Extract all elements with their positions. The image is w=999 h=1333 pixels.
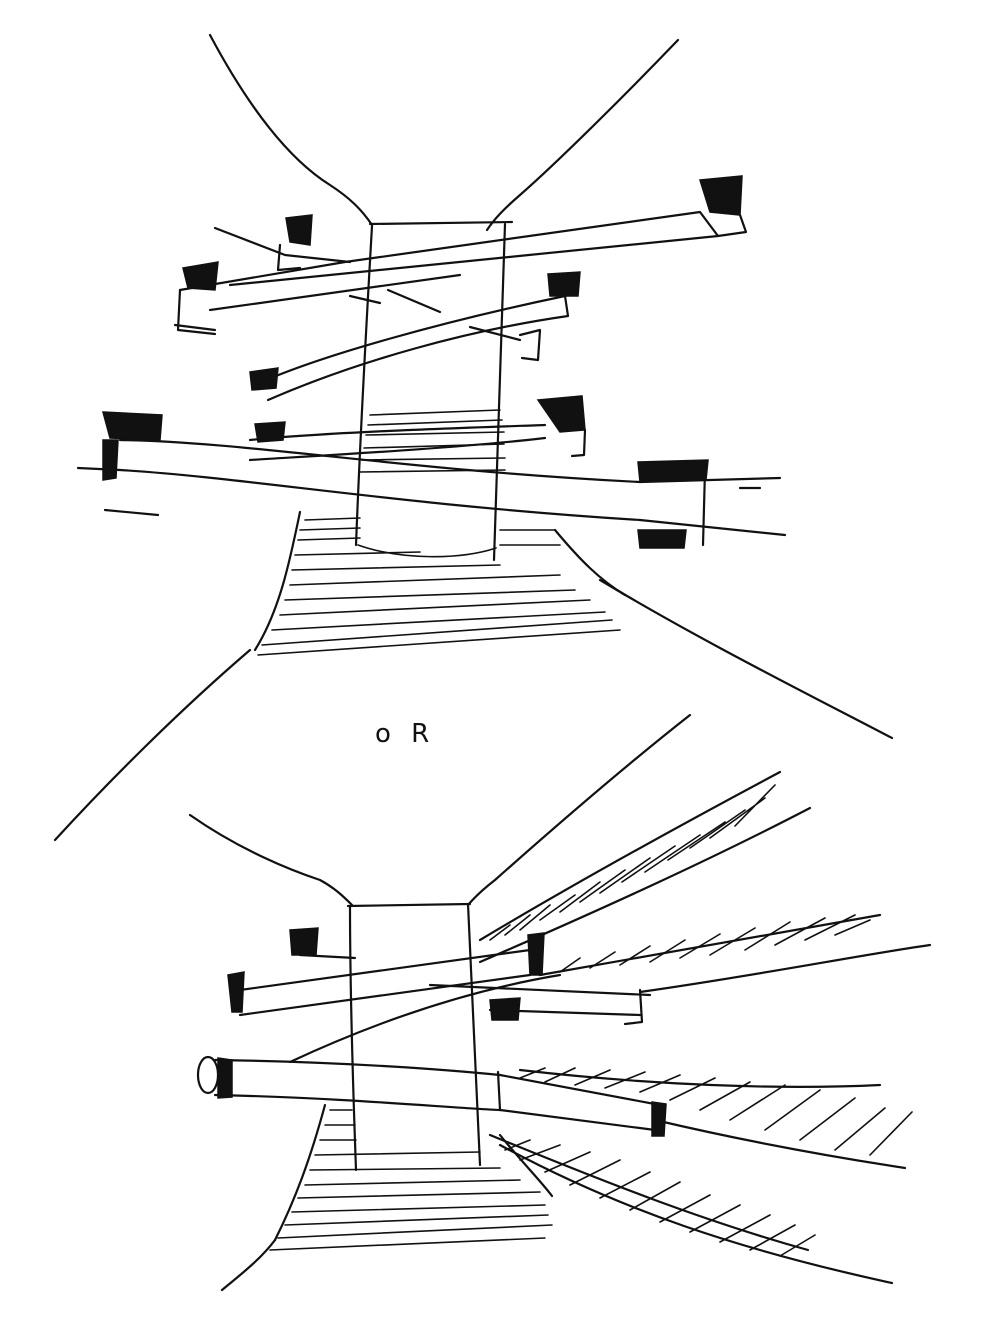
bottom-sketch [188,713,932,1292]
bottom-column-top [346,902,472,908]
top-column-base-arc [357,544,497,558]
top-upper-left-curve [208,33,374,227]
top-hatched-floor [253,409,627,656]
or-separator-text: o R [375,719,435,749]
bottom-upper-left-curve [188,813,354,907]
top-column-left [354,224,374,547]
bottom-upper-right-curve [466,713,692,907]
top-sketch [53,33,894,842]
top-lower-left-curve [53,648,252,842]
top-beams [76,210,787,547]
top-beam-end-blocks [102,175,748,549]
bottom-hatched-floor [269,1103,554,1251]
bottom-beam-end-blocks [196,927,667,1137]
top-column-top [368,220,514,226]
bottom-column-right [466,902,482,1167]
bottom-hatched-wedges [478,770,932,1257]
bottom-beams [213,948,662,1132]
top-lower-right-curve [598,578,894,740]
bottom-lower-left-curve [220,1238,277,1292]
top-column-right [492,222,507,562]
bottom-column-left [348,904,358,1172]
top-upper-right-curve [485,38,680,232]
